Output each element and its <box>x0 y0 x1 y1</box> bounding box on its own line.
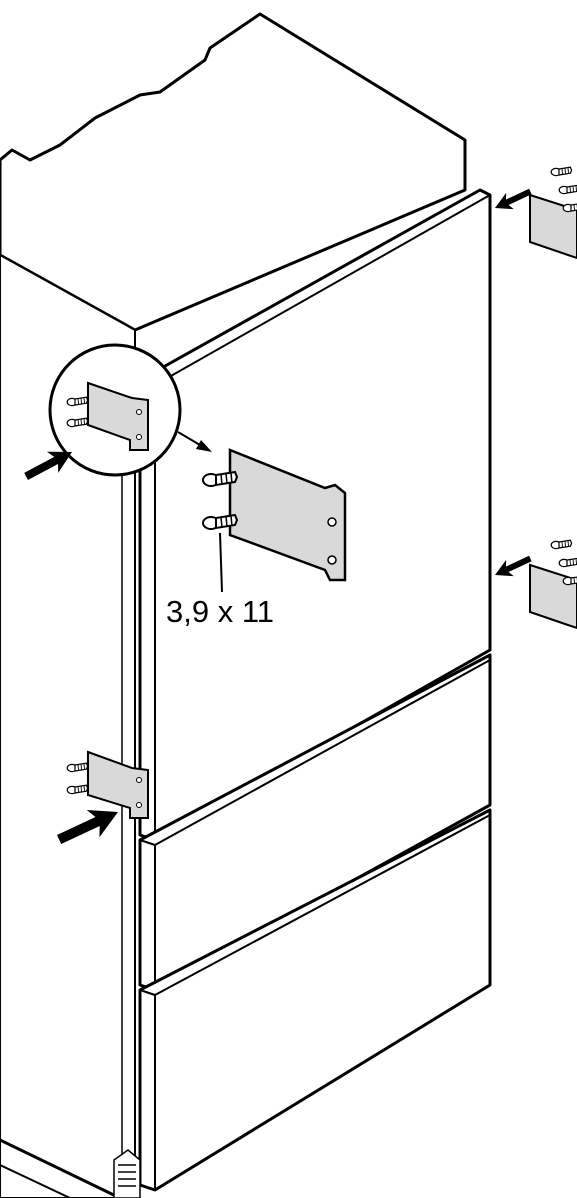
screw-size-label: 3,9 x 11 <box>166 594 274 629</box>
lower-drawer-panel <box>138 808 492 1192</box>
cabinet-body <box>0 12 467 1198</box>
mounting-bracket <box>87 381 149 451</box>
arrow-icon <box>491 183 535 217</box>
screw-icon <box>550 166 573 177</box>
screw-icon <box>558 184 577 195</box>
base-foot <box>113 1149 141 1198</box>
label-leader-line <box>219 532 223 593</box>
arrow-icon <box>177 431 212 452</box>
upper-right-bracket <box>529 166 577 260</box>
magnify-circle <box>48 343 182 477</box>
screw-icon <box>558 557 577 568</box>
lower-left-bracket <box>66 750 149 819</box>
screw-icon <box>562 202 577 213</box>
screw-icon <box>562 575 577 586</box>
mounting-bracket-detail <box>202 448 347 582</box>
arrow-icon <box>491 550 535 584</box>
middle-right-bracket <box>529 539 577 630</box>
screw-icon <box>550 539 573 550</box>
